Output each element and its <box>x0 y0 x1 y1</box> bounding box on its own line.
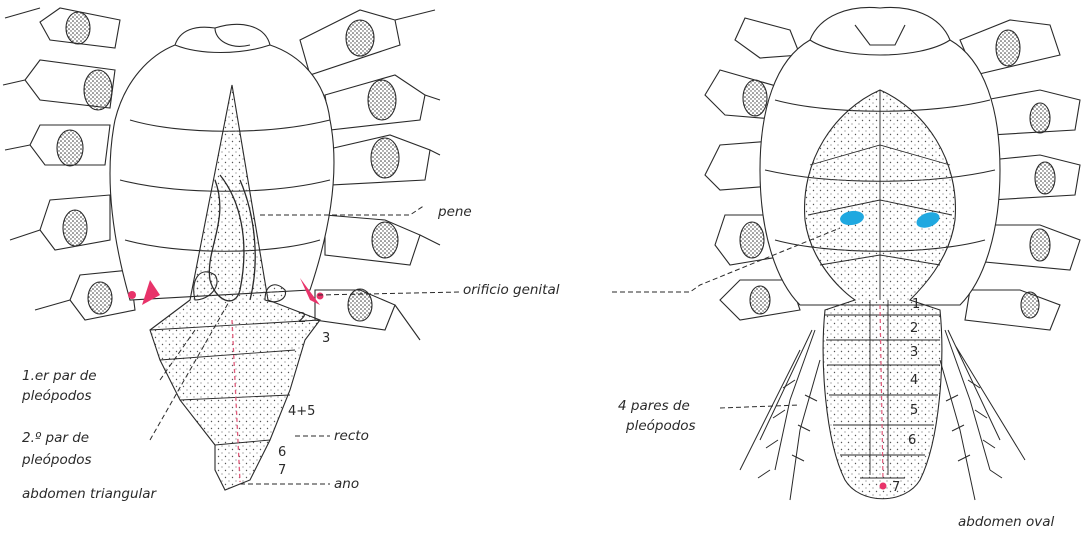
female-segment-5: 5 <box>910 404 918 417</box>
female-segment-3: 3 <box>910 346 918 359</box>
caption-abdomen-triangular: abdomen triangular <box>22 488 156 502</box>
female-segment-4: 4 <box>910 374 918 387</box>
label-4-pares-line1: 4 pares de <box>618 400 690 414</box>
male-segment-6: 6 <box>278 446 286 459</box>
label-recto: recto <box>334 430 369 444</box>
male-segment-2: 2 <box>298 312 306 325</box>
male-segment-3: 3 <box>322 332 330 345</box>
female-segment-2: 2 <box>910 322 918 335</box>
female-segment-1: 1 <box>912 298 920 311</box>
label-par1-line2: pleópodos <box>22 390 92 404</box>
male-segment-7: 7 <box>278 464 286 477</box>
female-segment-6: 6 <box>908 434 916 447</box>
male-segment-4-5: 4+5 <box>288 405 315 418</box>
label-pene: pene <box>438 206 472 220</box>
female-anus <box>880 483 887 490</box>
label-par2-line2: pleópodos <box>22 454 92 468</box>
label-4-pares-line2: pleópodos <box>626 420 696 434</box>
label-ano: ano <box>334 478 359 492</box>
male-crab-illustration <box>3 8 460 490</box>
female-segment-7: 7 <box>892 481 900 494</box>
label-par1-line1: 1.er par de <box>22 370 97 384</box>
label-orificio-genital: orificio genital <box>463 284 560 298</box>
caption-abdomen-oval: abdomen oval <box>958 516 1054 530</box>
label-par2-line1: 2.º par de <box>22 432 89 446</box>
